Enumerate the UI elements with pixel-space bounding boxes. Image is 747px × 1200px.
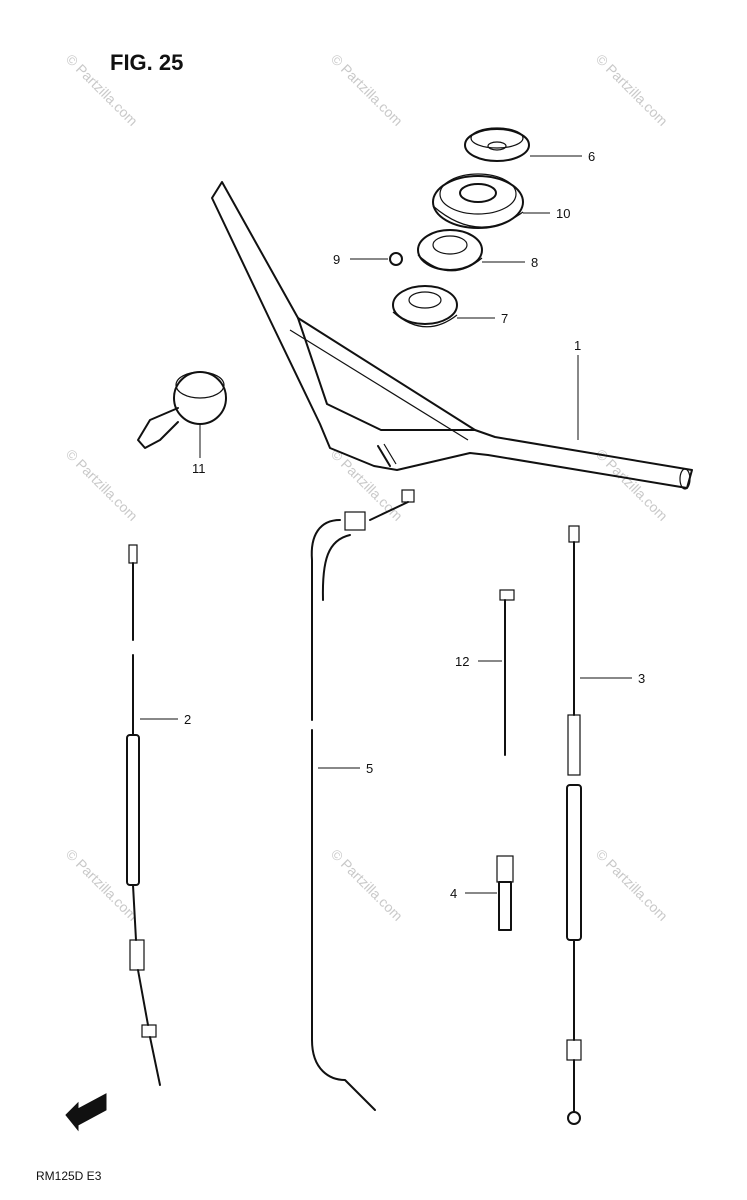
- callout-7: 7: [501, 311, 508, 326]
- part-8-bearing[interactable]: [417, 229, 483, 272]
- part-3-brake-cable[interactable]: [566, 525, 582, 1125]
- part-10-seal[interactable]: [432, 173, 524, 229]
- part-5-throttle-cable[interactable]: [310, 489, 415, 1111]
- callout-12: 12: [455, 654, 469, 669]
- watermark: © Partzilla.com: [593, 51, 671, 129]
- watermark: © Partzilla.com: [593, 446, 671, 524]
- part-4-adjuster[interactable]: [496, 855, 514, 931]
- figure-title: FIG. 25: [110, 50, 183, 75]
- callout-8: 8: [531, 255, 538, 270]
- part-2-clutch-cable[interactable]: [126, 544, 161, 1086]
- watermark: © Partzilla.com: [328, 446, 406, 524]
- callout-4: 4: [450, 886, 457, 901]
- watermark: © Partzilla.com: [63, 446, 141, 524]
- watermark: © Partzilla.com: [328, 846, 406, 924]
- callout-5: 5: [366, 761, 373, 776]
- watermark: © Partzilla.com: [328, 51, 406, 129]
- callout-10: 10: [556, 206, 570, 221]
- part-7-bearing[interactable]: [392, 285, 458, 328]
- watermark: © Partzilla.com: [593, 846, 671, 924]
- callout-9: 9: [333, 252, 340, 267]
- callout-3: 3: [638, 671, 645, 686]
- watermarks: © Partzilla.com © Partzilla.com © Partzi…: [63, 51, 671, 924]
- part-6-nut[interactable]: [464, 127, 530, 162]
- callout-6: 6: [588, 149, 595, 164]
- model-code: RM125D E3: [36, 1169, 102, 1183]
- front-direction-arrow-icon: [65, 1093, 107, 1132]
- part-12-clamp-band[interactable]: [499, 589, 515, 756]
- callout-2: 2: [184, 712, 191, 727]
- callout-1: 1: [574, 338, 581, 353]
- part-11-throttle-housing[interactable]: [137, 371, 227, 449]
- part-9-ball[interactable]: [389, 252, 403, 266]
- callout-11: 11: [192, 461, 206, 476]
- part-1-handlebar[interactable]: [211, 181, 693, 490]
